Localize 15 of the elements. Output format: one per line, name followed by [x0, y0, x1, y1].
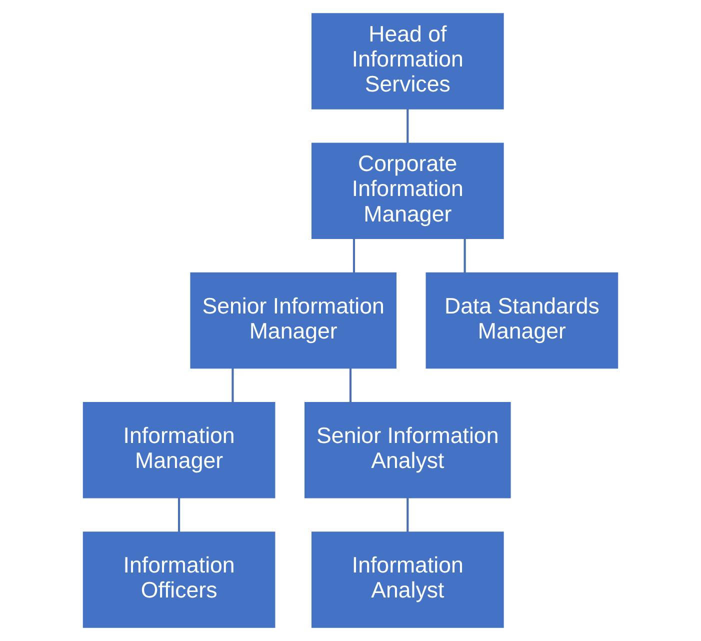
connector	[406, 498, 409, 532]
connector	[352, 238, 356, 273]
node-box: Data Standards Manager	[426, 272, 618, 369]
node-box: Senior Information Manager	[190, 272, 396, 369]
connector	[464, 238, 466, 273]
node-box: Information Manager	[82, 402, 276, 498]
node-box: Head of Information Services	[311, 13, 504, 110]
node-box: Information Analyst	[311, 532, 504, 628]
connector	[178, 498, 180, 532]
connector	[406, 108, 409, 144]
node-box: Information Officers	[82, 532, 276, 628]
node-box: Corporate Information Manager	[311, 142, 504, 239]
connector	[349, 368, 352, 403]
node-box: Senior Information Analyst	[304, 402, 511, 498]
connector	[232, 368, 234, 403]
